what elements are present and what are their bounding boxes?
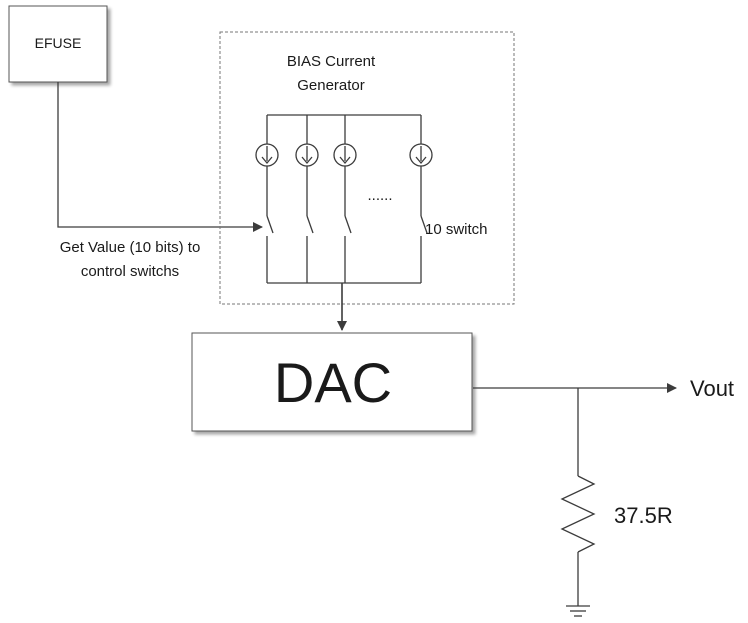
bias-title-line1: BIAS Current [287,53,376,70]
efuse-label: EFUSE [35,35,82,51]
efuse-block: EFUSE [8,5,108,83]
resistor-icon [560,475,596,553]
efuse-control-arrow [57,82,263,232]
bias-generator-boundary [219,31,515,305]
ground-icon [566,605,590,617]
dac-block: DAC [191,332,473,432]
resistor-label: 37.5R [614,503,673,528]
efuse-box [8,5,108,83]
bias-title-line2: Generator [297,77,365,94]
branch-10 [409,115,433,283]
switch-icon [306,215,314,234]
branch-1 [255,115,279,283]
dac-box [191,332,473,432]
switch-icon [420,215,428,234]
control-text-line2: control switchs [81,263,179,280]
dac-label: DAC [274,351,392,414]
control-text-line1: Get Value (10 bits) to [60,239,201,256]
vout-label: Vout [690,376,734,401]
switch-count-label: 10 switch [425,221,488,238]
resistor-branch: 37.5R [560,388,673,617]
switch-icon [344,215,352,234]
ellipsis: ...... [367,187,392,204]
branch-3 [333,115,357,283]
switch-icon [266,215,274,234]
branch-2 [295,115,319,283]
current-source-array: ...... 10 switch [255,114,488,284]
